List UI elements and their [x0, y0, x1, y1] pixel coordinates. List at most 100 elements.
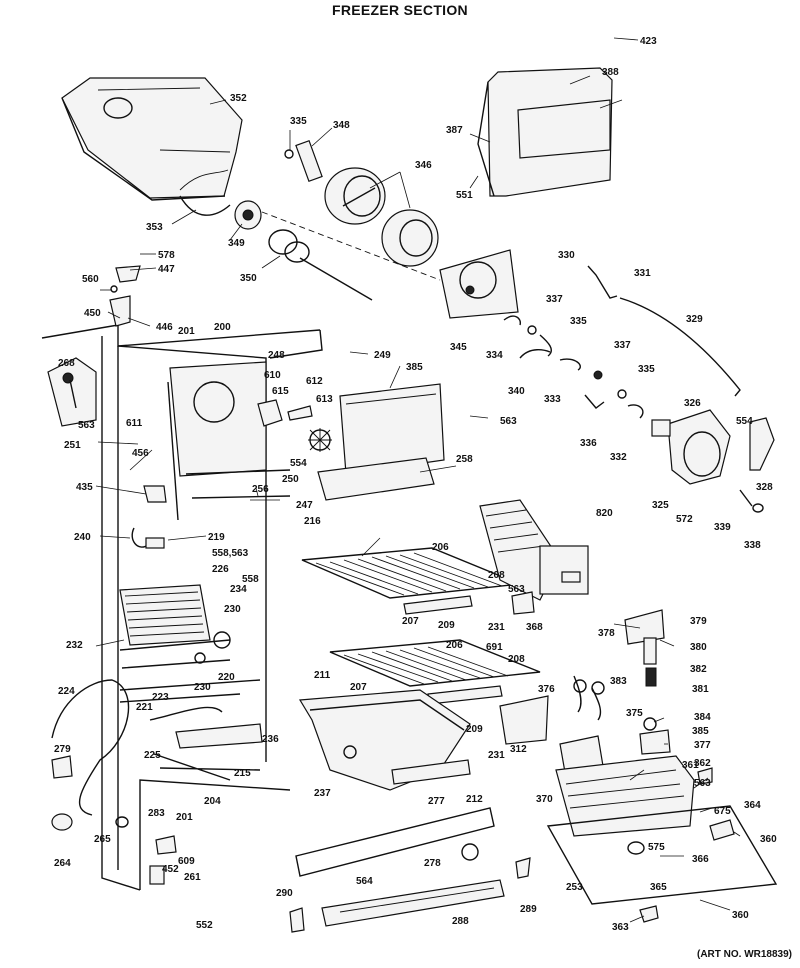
part-number-label: 350: [240, 273, 257, 284]
auger-cylinders-drawing: [284, 139, 439, 267]
part-number-label: 563: [500, 416, 517, 427]
part-number-label: 240: [74, 532, 91, 543]
part-number-label: 558,563: [212, 548, 249, 559]
part-number-label: 264: [54, 858, 71, 869]
part-number-label: 200: [214, 322, 231, 333]
part-number-label: 572: [676, 514, 693, 525]
part-number-label: 334: [486, 350, 503, 361]
wire-shelves-drawing: [301, 547, 541, 705]
page-title: FREEZER SECTION: [332, 2, 468, 18]
part-number-label: 578: [158, 250, 175, 261]
leader-lines: [95, 37, 741, 923]
part-number-label: 231: [488, 622, 505, 633]
bottom-parts-drawing: [51, 755, 659, 933]
part-number-label: 384: [694, 712, 711, 723]
part-number-label: 385: [406, 362, 423, 373]
part-number-label: 329: [686, 314, 703, 325]
part-number-label: 615: [272, 386, 289, 397]
part-number-label: 564: [356, 876, 373, 887]
part-number-label: 612: [306, 376, 323, 387]
part-number-label: 383: [610, 676, 627, 687]
part-number-label: 212: [466, 794, 483, 805]
part-number-label: 563: [694, 778, 711, 789]
part-number-label: 362: [694, 758, 711, 769]
freezer-liner-drawing: [41, 324, 323, 891]
part-number-label: 450: [84, 308, 101, 319]
part-number-label: 230: [224, 604, 241, 615]
part-number-label: 278: [424, 858, 441, 869]
part-number-label: 385: [692, 726, 709, 737]
part-number-label: 379: [690, 616, 707, 627]
part-number-label: 563: [78, 420, 95, 431]
part-number-label: 237: [314, 788, 331, 799]
dispenser-door-drawing: [477, 67, 613, 197]
part-number-label: 221: [136, 702, 153, 713]
part-number-label: 211: [314, 670, 331, 681]
part-number-label: 377: [694, 740, 711, 751]
evaporator-cover-drawing: [317, 383, 445, 501]
part-number-label: 248: [268, 350, 285, 361]
part-number-label: 820: [596, 508, 613, 519]
part-number-label: 209: [438, 620, 455, 631]
part-number-label: 691: [486, 642, 503, 653]
part-number-label: 552: [196, 920, 213, 931]
part-number-label: 231: [488, 750, 505, 761]
part-number-label: 215: [234, 768, 251, 779]
part-number-label: 220: [218, 672, 235, 683]
part-number-label: 268: [58, 358, 75, 369]
part-number-label: 554: [290, 458, 307, 469]
part-number-label: 352: [230, 93, 247, 104]
part-number-label: 256: [252, 484, 269, 495]
part-number-label: 249: [374, 350, 391, 361]
part-number-label: 335: [638, 364, 655, 375]
part-number-label: 332: [610, 452, 627, 463]
part-number-label: 380: [690, 642, 707, 653]
part-number-label: 363: [612, 922, 629, 933]
part-number-label: 208: [488, 570, 505, 581]
part-number-label: 232: [66, 640, 83, 651]
part-number-label: 236: [262, 734, 279, 745]
icemaker-drawing: [479, 499, 589, 615]
part-number-label: 361: [682, 760, 699, 771]
part-number-label: 610: [264, 370, 281, 381]
ice-basket-drawing: [298, 689, 471, 791]
part-number-label: 378: [598, 628, 615, 639]
part-number-label: 209: [466, 724, 483, 735]
part-number-label: 251: [64, 440, 81, 451]
part-number-label: 279: [54, 744, 71, 755]
part-number-label: 446: [156, 322, 173, 333]
part-number-label: 312: [510, 744, 527, 755]
part-number-label: 230: [194, 682, 211, 693]
part-number-label: 349: [228, 238, 245, 249]
part-number-label: 216: [304, 516, 321, 527]
part-number-label: 447: [158, 264, 175, 275]
part-number-label: 348: [333, 120, 350, 131]
part-number-label: 366: [692, 854, 709, 865]
part-number-label: 609: [178, 856, 195, 867]
part-number-label: 360: [732, 910, 749, 921]
part-number-label: 335: [570, 316, 587, 327]
part-number-label: 201: [176, 812, 193, 823]
part-number-label: 452: [162, 864, 179, 875]
part-number-label: 423: [640, 36, 657, 47]
part-number-label: 365: [650, 882, 667, 893]
part-number-label: 325: [652, 500, 669, 511]
part-number-label: 250: [282, 474, 299, 485]
part-number-label: 234: [230, 584, 247, 595]
part-number-label: 223: [152, 692, 169, 703]
part-number-label: 247: [296, 500, 313, 511]
part-number-label: 207: [350, 682, 367, 693]
fan-drawing: [257, 399, 332, 452]
part-number-label: 331: [634, 268, 651, 279]
part-number-label: 353: [146, 222, 163, 233]
part-number-label: 289: [520, 904, 537, 915]
part-number-label: 575: [648, 842, 665, 853]
part-number-label: 219: [208, 532, 225, 543]
part-number-label: 376: [538, 684, 555, 695]
linkage-parts-drawing: [503, 265, 741, 419]
part-number-label: 335: [290, 116, 307, 127]
part-number-label: 330: [558, 250, 575, 261]
